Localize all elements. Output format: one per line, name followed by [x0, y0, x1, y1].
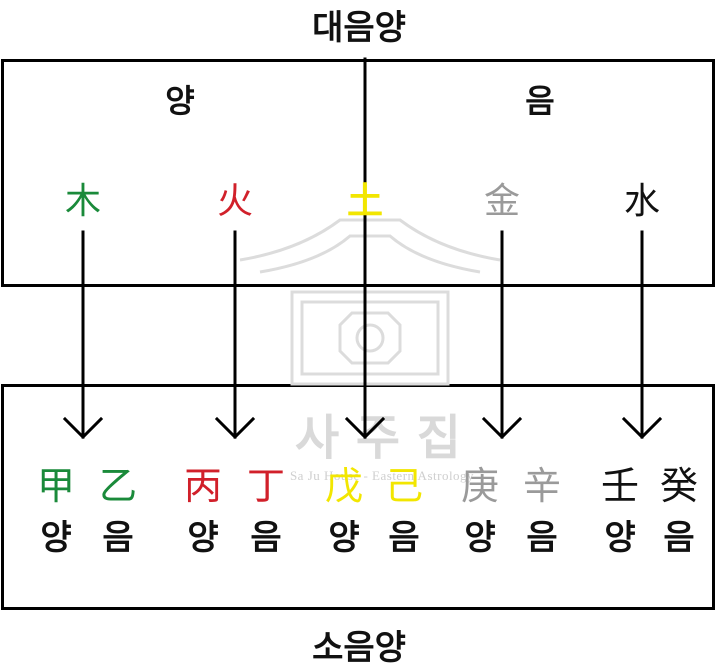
- element-fire: 火: [216, 181, 253, 222]
- watermark-name: 사 주 집: [295, 410, 461, 466]
- arrow-metal-head: [481, 416, 523, 440]
- stem-polarity: 음: [250, 518, 282, 558]
- arrow-wood-head: [62, 416, 104, 440]
- top-box: [1, 59, 715, 287]
- top-title: 대음양: [312, 8, 406, 48]
- stem-char: 庚: [460, 464, 499, 508]
- stem-polarity: 양: [40, 518, 72, 558]
- element-wood: 木: [64, 181, 101, 222]
- stem-char: 甲: [36, 464, 75, 508]
- stem-polarity: 음: [388, 518, 420, 558]
- arrow-water-head: [621, 416, 663, 440]
- stem-polarity: 양: [604, 518, 636, 558]
- stem-char: 己: [384, 464, 423, 508]
- stem-char: 丁: [246, 464, 285, 508]
- arrow-earth-head: [344, 416, 386, 440]
- element-metal: 金: [483, 181, 520, 222]
- stem-polarity: 양: [328, 518, 360, 558]
- stem-polarity: 음: [663, 518, 695, 558]
- stem-char: 辛: [522, 464, 561, 508]
- stem-char: 壬: [600, 464, 639, 508]
- stem-polarity: 음: [102, 518, 134, 558]
- stem-char: 戊: [324, 464, 363, 508]
- stem-char: 丙: [183, 464, 222, 508]
- bottom-title: 소음양: [312, 628, 406, 668]
- element-water: 水: [623, 181, 660, 222]
- yin-label: 음: [525, 82, 555, 120]
- stem-char: 乙: [98, 464, 137, 508]
- watermark-logo: [239, 218, 501, 386]
- stem-char: 癸: [659, 464, 698, 508]
- arrow-fire-head: [214, 416, 256, 440]
- stem-polarity: 양: [187, 518, 219, 558]
- stem-polarity: 음: [526, 518, 558, 558]
- stem-polarity: 양: [464, 518, 496, 558]
- yang-label: 양: [165, 82, 195, 120]
- watermark-subtitle: Sa Ju House - Eastern Astrology: [289, 468, 475, 483]
- element-earth: 土: [346, 180, 383, 222]
